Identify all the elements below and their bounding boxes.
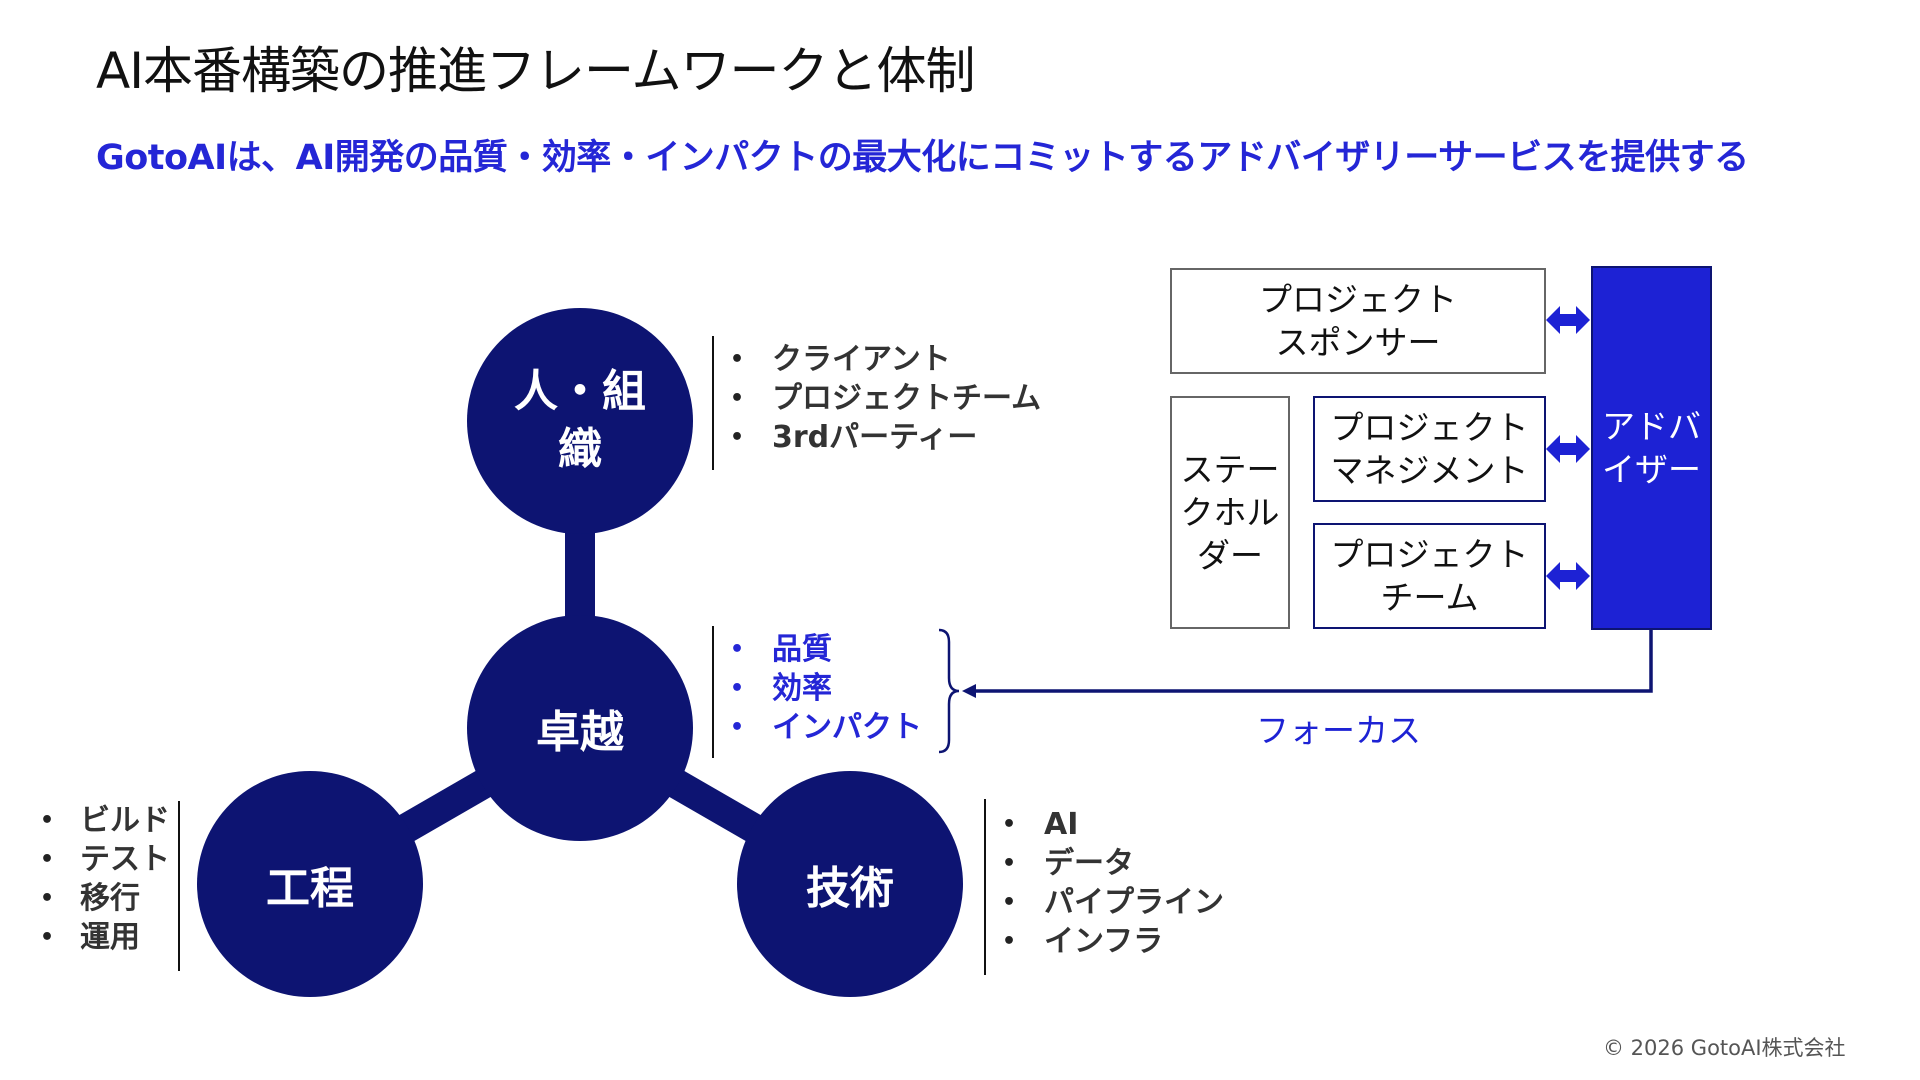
- double-arrow-management: [1546, 435, 1590, 463]
- circle-people-organization: 人・組 織: [467, 308, 693, 534]
- curly-brace: [938, 628, 960, 754]
- advisor-line2: イザー: [1602, 450, 1701, 489]
- list-item: テスト: [24, 840, 178, 879]
- list-item: クライアント: [714, 340, 1041, 379]
- circle-process: 工程: [197, 771, 423, 997]
- circle-technology: 技術: [737, 771, 963, 997]
- excellence-bullets: 品質 効率 インパクト: [712, 626, 922, 758]
- team-line1: プロジェクト: [1330, 535, 1529, 574]
- circle-excellence: 卓越: [467, 615, 693, 841]
- list-item: 移行: [24, 879, 178, 918]
- circle-excellence-label: 卓越: [536, 707, 624, 758]
- focus-label: フォーカス: [1256, 711, 1421, 750]
- management-line1: プロジェクト: [1330, 408, 1529, 447]
- stakeholder-line1: ステー: [1180, 450, 1280, 489]
- box-project-management: プロジェクト マネジメント: [1313, 396, 1546, 502]
- circle-process-label: 工程: [266, 863, 354, 914]
- list-item: 3rdパーティー: [714, 418, 1041, 457]
- copyright: © 2026 GotoAI株式会社: [1603, 1036, 1846, 1060]
- list-item: AI: [986, 805, 1224, 844]
- list-item: 品質: [714, 630, 922, 669]
- list-item: 運用: [24, 918, 178, 957]
- circle-people-line1: 人・組: [514, 366, 646, 417]
- box-project-sponsor: プロジェクト スポンサー: [1170, 268, 1546, 374]
- people-bullets: クライアント プロジェクトチーム 3rdパーティー: [712, 336, 1041, 470]
- advisor-line1: アドバ: [1602, 407, 1701, 446]
- box-advisor: アドバ イザー: [1591, 266, 1712, 630]
- box-stakeholder: ステー クホル ダー: [1170, 396, 1290, 629]
- stakeholder-line3: ダー: [1197, 536, 1263, 575]
- list-item: データ: [986, 844, 1224, 883]
- circle-people-line2: 織: [558, 424, 602, 475]
- page-subtitle: GotoAIは、AI開発の品質・効率・インパクトの最大化にコミットするアドバイザ…: [96, 138, 1749, 178]
- management-line2: マネジメント: [1330, 451, 1529, 490]
- focus-arrow: [962, 630, 1653, 698]
- double-arrow-team: [1546, 562, 1590, 590]
- list-item: 効率: [714, 669, 922, 708]
- technology-bullets: AI データ パイプライン インフラ: [984, 799, 1224, 975]
- circle-technology-label: 技術: [806, 863, 894, 914]
- list-item: プロジェクトチーム: [714, 379, 1041, 418]
- sponsor-line2: スポンサー: [1275, 323, 1441, 362]
- page-title: AI本番構築の推進フレームワークと体制: [96, 42, 975, 100]
- double-arrow-sponsor: [1546, 306, 1590, 334]
- box-project-team: プロジェクト チーム: [1313, 523, 1546, 629]
- process-bullets: ビルド テスト 移行 運用: [24, 801, 180, 971]
- team-line2: チーム: [1380, 578, 1479, 617]
- stakeholder-line2: クホル: [1180, 493, 1280, 532]
- list-item: ビルド: [24, 801, 178, 840]
- list-item: インフラ: [986, 922, 1224, 961]
- list-item: パイプライン: [986, 883, 1224, 922]
- list-item: インパクト: [714, 708, 922, 747]
- sponsor-line1: プロジェクト: [1259, 280, 1457, 319]
